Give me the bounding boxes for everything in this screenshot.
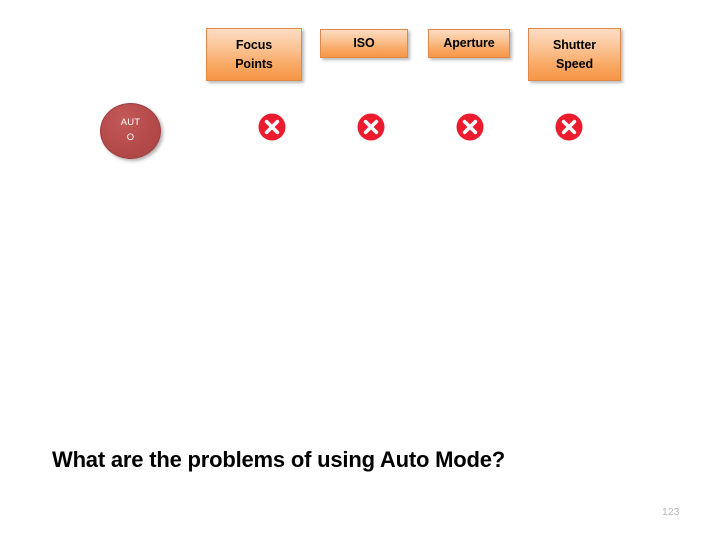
setting-box-aperture[interactable]: Aperture (428, 29, 510, 58)
slide-question-text: What are the problems of using Auto Mode… (52, 447, 505, 472)
setting-box-iso[interactable]: ISO (320, 29, 408, 58)
setting-box-shutter-speed[interactable]: Shutter Speed (528, 28, 621, 81)
auto-mode-badge[interactable]: AUT O (100, 103, 161, 159)
setting-box-label: Shutter Speed (552, 38, 597, 71)
slide-number: 123 (662, 506, 680, 518)
auto-mode-badge-label: AUT O (120, 117, 141, 143)
cross-mark-icon-iso (357, 113, 385, 141)
setting-box-label: Aperture (443, 36, 495, 51)
cross-mark-icon-aperture (456, 113, 484, 141)
cross-mark-icon-focus-points (258, 113, 286, 141)
cross-mark-icon-shutter-speed (555, 113, 583, 141)
setting-box-label: Focus Points (235, 38, 273, 71)
setting-box-focus-points[interactable]: Focus Points (206, 28, 302, 81)
setting-box-label: ISO (353, 36, 375, 51)
